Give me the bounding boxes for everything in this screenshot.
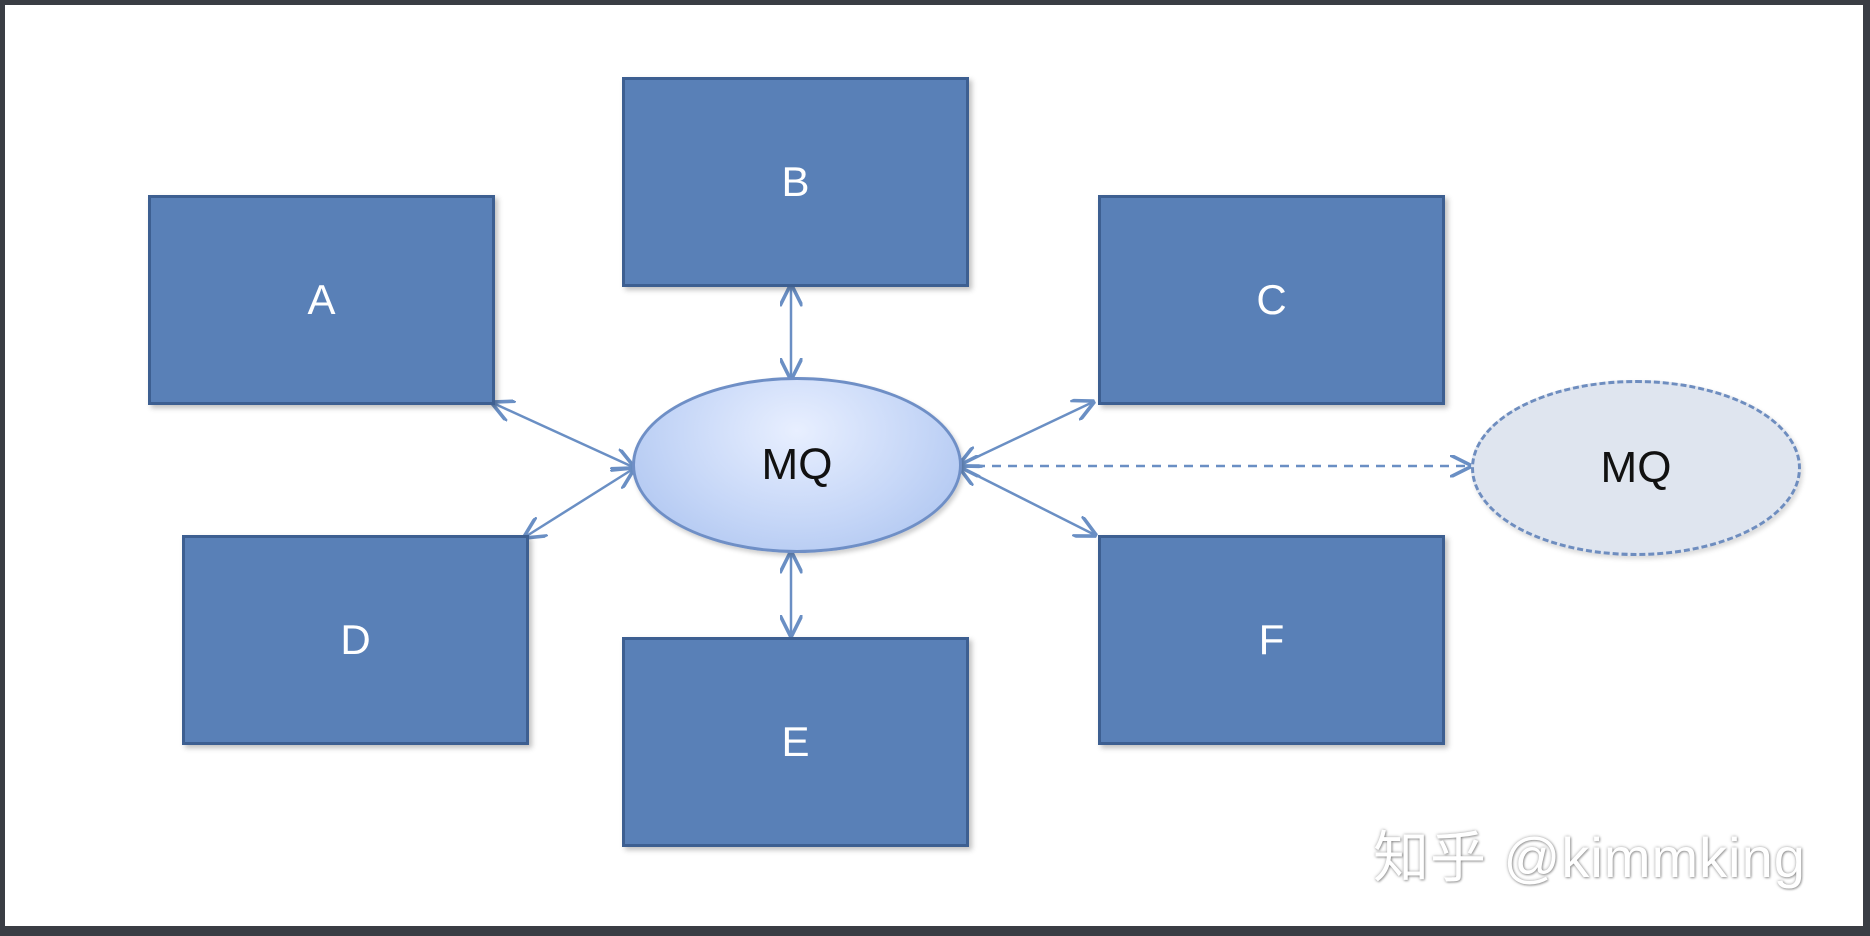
mq-backup-ellipse: MQ — [1471, 380, 1801, 556]
node-a: A — [148, 195, 495, 405]
arrow-a-mq — [493, 403, 633, 467]
node-e: E — [622, 637, 969, 847]
node-d: D — [182, 535, 529, 745]
connector-layer — [5, 5, 1863, 926]
arrow-f-mq — [960, 467, 1095, 535]
watermark-text: 知乎 @kimmking — [1373, 826, 1806, 889]
diagram-canvas: A B C D E F MQ MQ 知乎 @kimmking — [5, 5, 1863, 926]
mq-main-ellipse: MQ — [632, 377, 962, 553]
node-b: B — [622, 77, 969, 287]
arrow-d-mq — [525, 469, 633, 537]
node-c: C — [1098, 195, 1445, 405]
node-f: F — [1098, 535, 1445, 745]
arrow-c-mq — [960, 402, 1093, 465]
